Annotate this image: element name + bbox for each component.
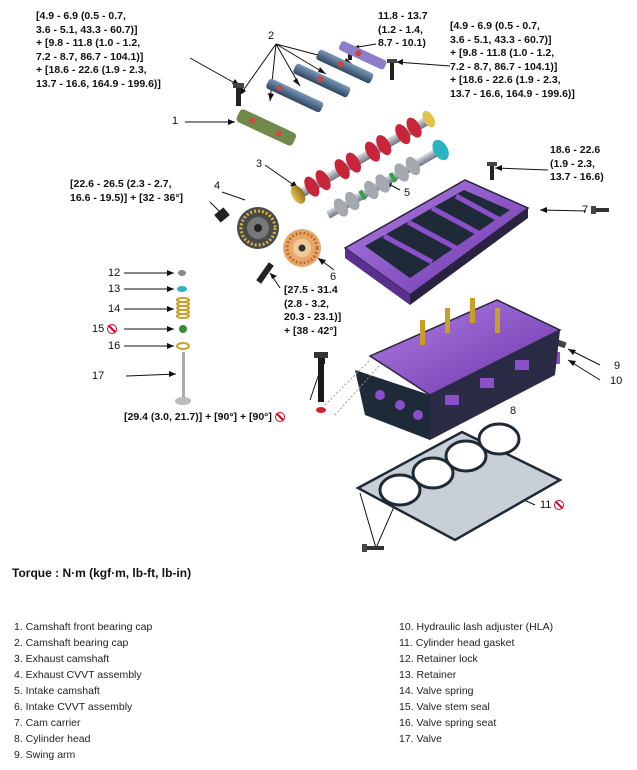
legend-item: 13. Retainer — [399, 669, 457, 681]
callout-7: 7 — [582, 204, 589, 216]
legend-item: 5. Intake camshaft — [14, 685, 100, 697]
valve-train-parts — [175, 270, 191, 405]
exhaust-camshaft — [290, 110, 436, 204]
callout-3: 3 — [256, 158, 263, 170]
torque-note-bearing-cap-bolts-right: [4.9 - 6.9 (0.5 - 0.7, 3.6 - 5.1, 43.3 -… — [450, 20, 575, 100]
camshaft-front-bearing-cap — [236, 109, 297, 146]
callout-11: 11 — [540, 499, 565, 511]
callout-8: 8 — [510, 405, 517, 417]
legend-item: 14. Valve spring — [399, 685, 474, 697]
callout-12: 12 — [108, 267, 121, 279]
cam-carrier — [343, 179, 530, 305]
cylinder-head — [324, 298, 562, 440]
callout-16: 16 — [108, 340, 121, 352]
legend-left: 1. Camshaft front bearing cap 2. Camshaf… — [14, 619, 152, 763]
exhaust-cvvt-assembly — [237, 207, 279, 249]
intake-camshaft — [326, 139, 449, 219]
no-reuse-icon — [107, 324, 118, 335]
legend-item: 17. Valve — [399, 733, 442, 745]
legend-item: 4. Exhaust CVVT assembly — [14, 669, 142, 681]
legend-item: 1. Camshaft front bearing cap — [14, 621, 153, 633]
legend-item: 2. Camshaft bearing cap — [14, 637, 129, 649]
callout-10: 10 — [610, 375, 623, 387]
callout-4: 4 — [214, 180, 221, 192]
legend-item: 12. Retainer lock — [399, 653, 478, 665]
no-reuse-icon — [554, 500, 565, 511]
legend-item: 16. Valve spring seat — [399, 717, 497, 729]
legend-item: 6. Intake CVVT assembly — [14, 701, 133, 713]
legend-item: 11. Cylinder head gasket — [399, 637, 515, 649]
torque-note-bearing-cap-bolts: 11.8 - 13.7 (1.2 - 1.4, 8.7 - 10.1) — [378, 10, 428, 49]
callout-14: 14 — [108, 303, 121, 315]
cylinder-head-gasket — [355, 422, 563, 542]
intake-cvvt-assembly — [283, 229, 321, 267]
exploded-diagram — [124, 41, 609, 552]
callout-15: 15 — [92, 323, 118, 335]
camshaft-bearing-caps — [266, 41, 387, 113]
legend-item: 3. Exhaust camshaft — [14, 653, 110, 665]
torque-unit-caption: Torque : N·m (kgf·m, lb-ft, lb-in) — [12, 566, 192, 580]
legend-item: 8. Cylinder head — [14, 733, 91, 745]
torque-note-head-bolt: [29.4 (3.0, 21.7)] + [90°] + [90°] — [124, 411, 285, 425]
legend-item: 9. Swing arm — [14, 749, 76, 761]
callout-17: 17 — [92, 370, 105, 382]
no-reuse-icon — [274, 412, 285, 423]
legend-right: 10. Hydraulic lash adjuster (HLA) 11. Cy… — [399, 619, 553, 747]
callout-2: 2 — [268, 30, 275, 42]
legend-item: 7. Cam carrier — [14, 717, 81, 729]
torque-note-intake-cvvt-bolt: [27.5 - 31.4 (2.8 - 3.2, 20.3 - 23.1)] +… — [284, 284, 342, 337]
callout-9: 9 — [614, 360, 621, 372]
torque-note-exhaust-cvvt-bolt: [22.6 - 26.5 (2.3 - 2.7, 16.6 - 19.5)] +… — [70, 178, 184, 204]
torque-note-front-cap-bolts: [4.9 - 6.9 (0.5 - 0.7, 3.6 - 5.1, 43.3 -… — [36, 10, 161, 90]
legend-item: 10. Hydraulic lash adjuster (HLA) — [399, 621, 554, 633]
legend-item: 15. Valve stem seal — [399, 701, 490, 713]
callout-13: 13 — [108, 283, 121, 295]
callout-1: 1 — [172, 115, 179, 127]
callout-5: 5 — [404, 187, 411, 199]
torque-note-cam-carrier-bolt: 18.6 - 22.6 (1.9 - 2.3, 13.7 - 16.6) — [550, 144, 604, 183]
callout-6: 6 — [330, 271, 337, 283]
